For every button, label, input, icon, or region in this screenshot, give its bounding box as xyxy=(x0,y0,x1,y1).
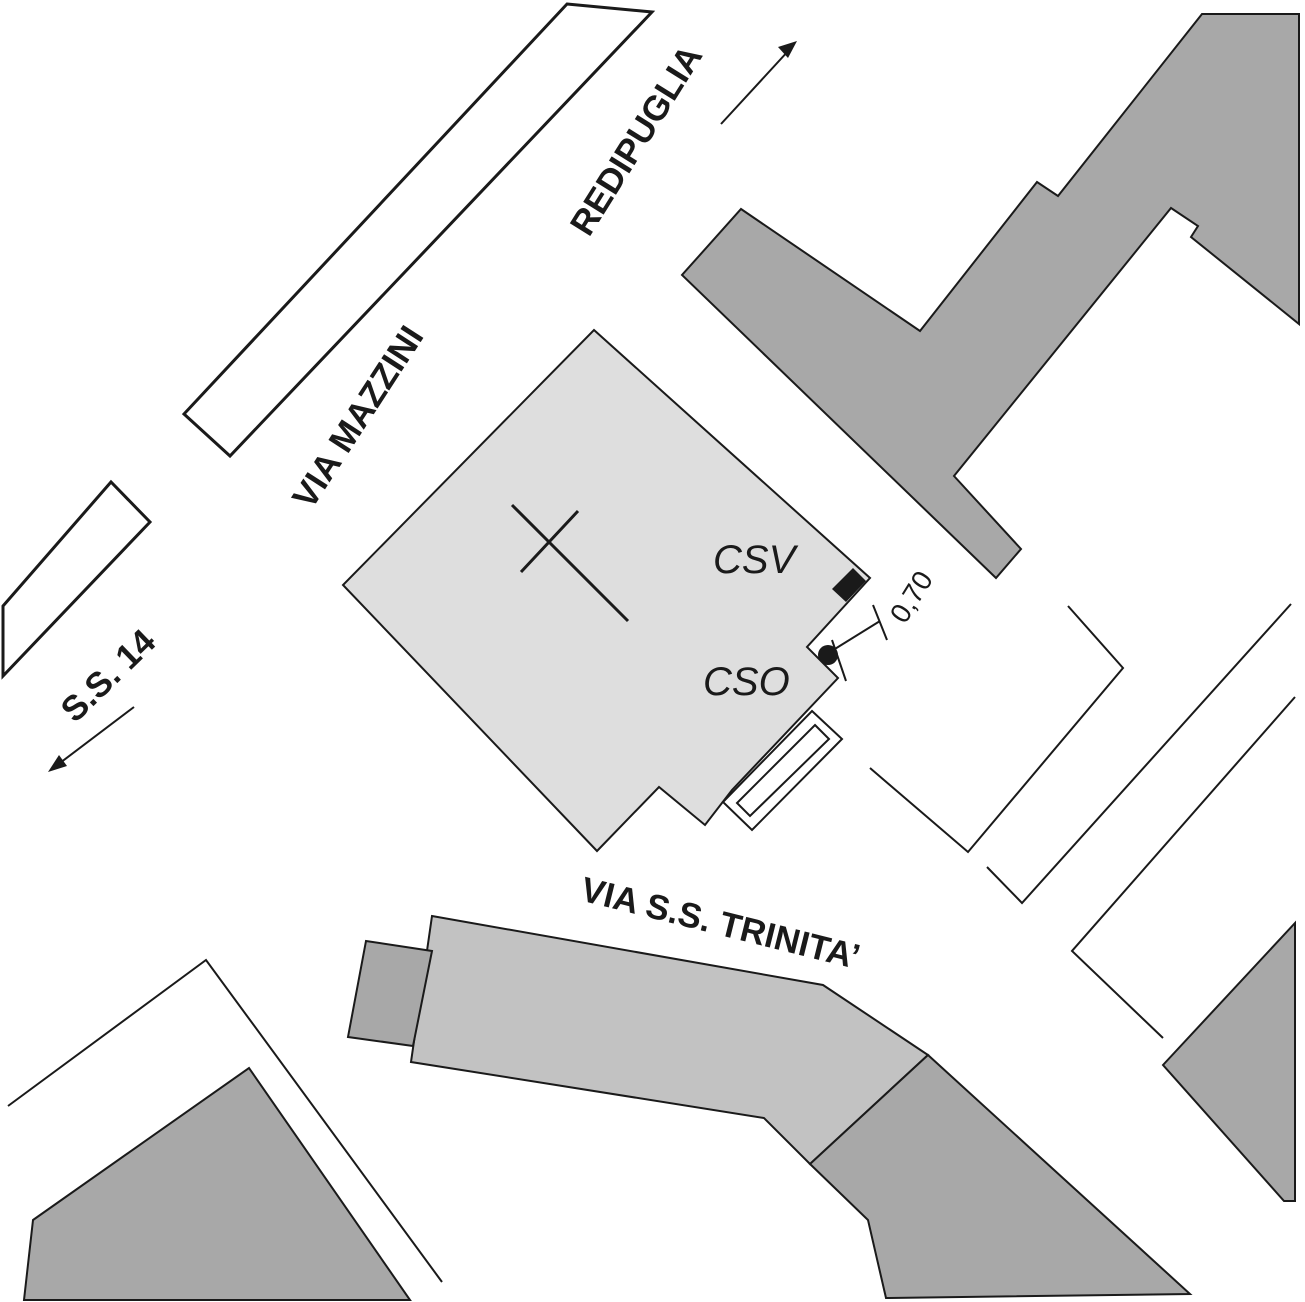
lot-line-right-3 xyxy=(1070,696,1296,1039)
arrow-ss14 xyxy=(48,706,135,772)
street-label-redipuglia: REDIPUGLIA xyxy=(563,39,710,243)
building-south-end xyxy=(808,1053,1193,1300)
street-label-via-mazzini: VIA MAZZINI xyxy=(285,319,431,515)
lot-line-right-2 xyxy=(986,603,1292,905)
building-southwest xyxy=(22,1066,412,1301)
building-south-annex xyxy=(346,939,434,1048)
dimension-label: 0,70 xyxy=(884,566,939,629)
marker-label-cso: CSO xyxy=(703,660,790,704)
building-northeast xyxy=(680,13,1300,580)
arrow-redipuglia xyxy=(720,41,797,125)
church-steps xyxy=(721,709,844,832)
church-building xyxy=(341,328,872,853)
lot-line-bottom-left xyxy=(7,958,443,1283)
street-outlines xyxy=(1,2,656,680)
lot-lines xyxy=(7,603,1296,1283)
median-block-lower xyxy=(1,479,153,680)
street-label-ss14: S.S. 14 xyxy=(53,622,163,730)
csv-marker xyxy=(832,568,866,602)
dimension-line xyxy=(829,604,888,682)
marker-label-csv: CSV xyxy=(713,538,799,582)
lot-line-right-1 xyxy=(869,605,1125,854)
median-block-upper xyxy=(181,2,656,459)
building-southeast xyxy=(1161,920,1296,1202)
cross-icon xyxy=(510,503,630,623)
